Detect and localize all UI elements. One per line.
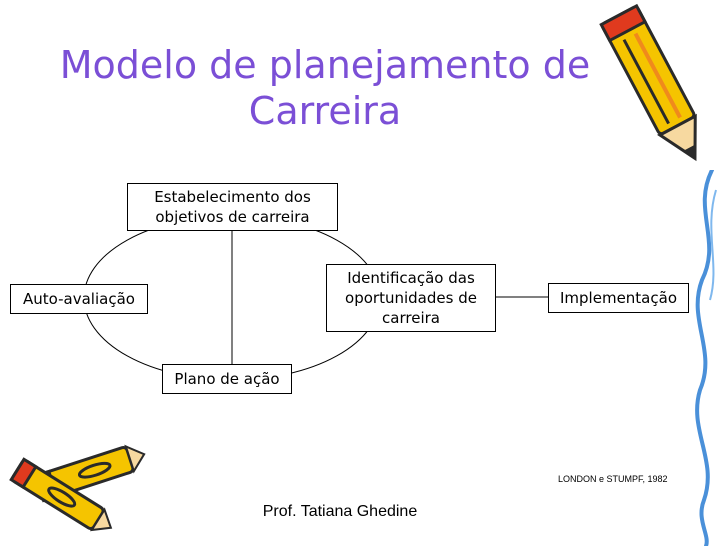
node-opportunities-line-1: Identificação das [347, 269, 475, 287]
reference-citation: LONDON e STUMPF, 1982 [558, 474, 668, 484]
node-implementation: Implementação [548, 283, 689, 313]
pencil-icon-top-right [599, 3, 697, 162]
node-action-plan-label: Plano de ação [174, 370, 280, 388]
squiggle-line-icon [695, 170, 717, 546]
node-opportunities-line-2: oportunidades de [345, 289, 477, 307]
node-career-objectives-line-2: objetivos de carreira [155, 208, 310, 226]
slide-title-line-2: Carreira [248, 89, 402, 133]
crossed-pencils-icon [9, 444, 146, 532]
node-implementation-label: Implementação [560, 289, 677, 307]
author-credit: Prof. Tatiana Ghedine [262, 503, 418, 520]
node-opportunities: Identificação das oportunidades de carre… [326, 264, 496, 332]
node-action-plan: Plano de ação [162, 364, 292, 394]
node-self-assessment: Auto-avaliação [10, 284, 148, 314]
slide-title: Modelo de planejamento de Carreira [40, 42, 610, 134]
node-self-assessment-label: Auto-avaliação [23, 290, 135, 308]
node-career-objectives-line-1: Estabelecimento dos [154, 188, 311, 206]
node-career-objectives: Estabelecimento dos objetivos de carreir… [127, 183, 338, 231]
node-opportunities-line-3: carreira [382, 309, 440, 327]
slide-title-line-1: Modelo de planejamento de [59, 43, 591, 87]
